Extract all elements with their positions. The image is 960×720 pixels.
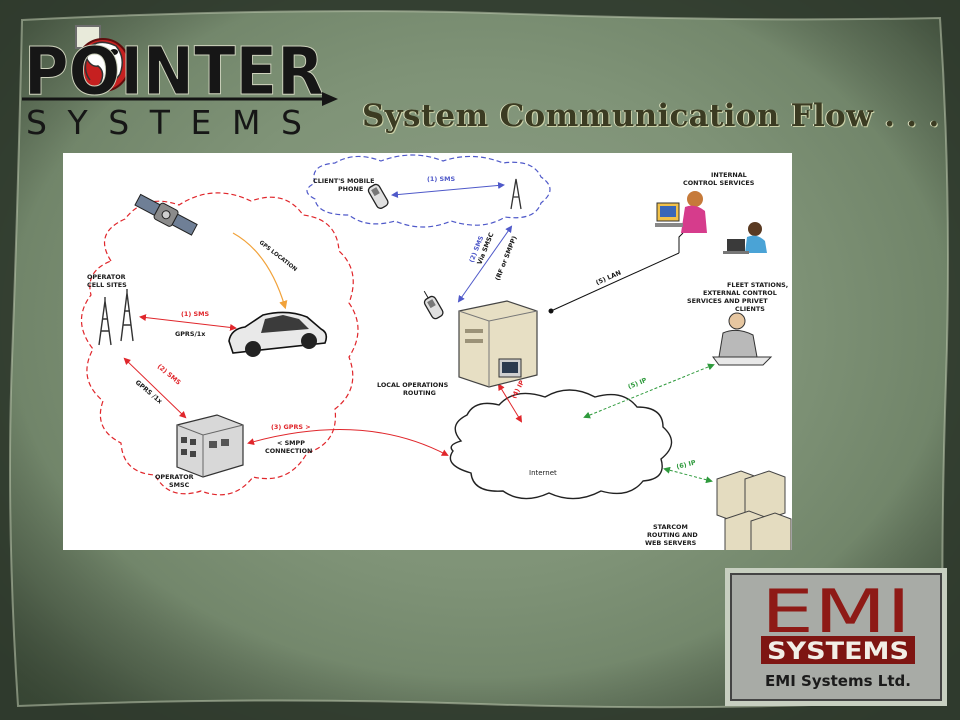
sms1-phone-tower-link — [391, 181, 505, 199]
client-mobile-cloud — [306, 154, 551, 228]
label-local-ops: LOCAL OPERATIONS — [377, 381, 449, 389]
label-starcom: WEB SERVERS — [645, 539, 697, 547]
label-starcom: STARCOM — [653, 523, 688, 531]
label-fleet: SERVICES AND PRIVET — [687, 297, 768, 305]
fleet-station-operator-icon — [712, 312, 773, 366]
label-operator-smsc: SMSC — [169, 481, 190, 489]
ip6-internet-starcom-link — [663, 466, 713, 484]
label-fleet: CLIENTS — [735, 305, 765, 313]
operator-network-cloud — [80, 192, 359, 496]
ops-mobile-phone-icon — [423, 290, 444, 320]
ip4-ops-internet-link — [497, 383, 523, 423]
local-operations-server-icon — [458, 300, 538, 388]
label-internal-control: INTERNAL — [711, 171, 747, 179]
label-smpp: CONNECTION — [265, 447, 312, 455]
internal-control-laptop-user-icon — [723, 222, 767, 254]
internal-control-operator-icon — [655, 191, 707, 233]
sms1-tower-car-link — [139, 314, 237, 331]
label-ip6: (6) IP — [676, 458, 697, 471]
dog-head-icon — [76, 38, 130, 92]
label-sms1-car: (1) SMS — [181, 310, 209, 318]
label-operator-cell-sites: CELL SITES — [87, 281, 127, 289]
pointer-systems-logo: POINTER SYSTEMS — [22, 25, 338, 140]
communication-flow-diagram: CLIENT'S MOBILE PHONE (1) SMS GPS LOCATI… — [63, 153, 792, 550]
label-starcom: ROUTING AND — [647, 531, 698, 539]
gps-location-link — [232, 232, 288, 310]
label-local-ops: ROUTING — [403, 389, 436, 397]
label-gps-location: GPS LOCATION — [258, 240, 298, 273]
label-internal-control: CONTROL SERVICES — [683, 179, 755, 187]
logo-word-systems: SYSTEMS — [26, 103, 308, 140]
label-sms1-top: (1) SMS — [427, 175, 455, 183]
internet-cloud — [449, 389, 673, 500]
label-gprs1x-car: GPRS/1x — [175, 330, 206, 338]
label-operator-smsc: OPERATOR — [155, 473, 194, 481]
operator-cell-tower-icon — [98, 297, 112, 346]
label-clients-mobile: CLIENT'S MOBILE — [313, 177, 374, 185]
logo-arrow-icon — [322, 92, 338, 106]
label-sms2-via: (RF or SMPP) — [493, 235, 518, 282]
emi-logo-small: EMI Systems Ltd. — [765, 672, 911, 690]
slide-title: System Communication Flow . . . — [362, 98, 940, 134]
emi-systems-logo: EMI SYSTEMS EMI Systems Ltd. — [725, 568, 947, 706]
lan-drop-line — [678, 232, 684, 253]
starcom-servers-icon — [716, 470, 792, 550]
label-fleet: EXTERNAL CONTROL — [703, 289, 777, 297]
label-sms2: (2) SMS — [156, 362, 183, 386]
lan5-link — [548, 252, 680, 314]
ip5-internet-fleet-link — [583, 363, 715, 419]
label-clients-mobile: PHONE — [338, 185, 363, 193]
gprs3-smsc-internet-link — [247, 429, 449, 456]
sms2-tower-ops-link — [457, 225, 513, 303]
label-gprs3: (3) GPRS > — [271, 423, 311, 431]
operator-smsc-building-icon — [176, 414, 244, 478]
emi-logo-big: EMI — [761, 577, 911, 647]
sms-cell-tower-icon — [510, 178, 522, 210]
satellite-icon — [134, 193, 198, 236]
label-smpp: < SMPP — [277, 439, 305, 447]
label-lan5: (5) LAN — [595, 269, 623, 287]
car-icon — [228, 311, 328, 357]
operator-cell-tower-icon — [120, 289, 134, 342]
label-operator-cell-sites: OPERATOR — [87, 273, 126, 281]
label-ip5: (5) IP — [627, 376, 648, 391]
sms2-tower-smsc-link — [123, 357, 187, 419]
emi-logo-mid: SYSTEMS — [767, 637, 909, 665]
client-mobile-phone-icon — [367, 183, 389, 209]
label-fleet: FLEET STATIONS, — [727, 281, 788, 289]
label-internet: Internet — [529, 469, 557, 477]
